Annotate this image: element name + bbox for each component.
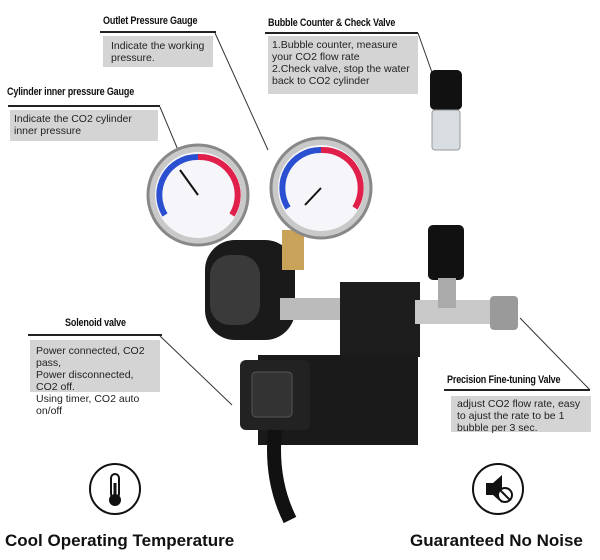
outlet-gauge-title: Outlet Pressure Gauge [103,15,198,27]
cylinder-gauge-title: Cylinder inner pressure Gauge [7,86,135,98]
solenoid-title: Solenoid valve [65,317,126,329]
feature-no-noise: Guaranteed No Noise [410,531,583,550]
text-line: back to CO2 cylinder [272,75,370,87]
fine-tuning-title: Precision Fine-tuning Valve [447,374,561,386]
feature-cool-temperature: Cool Operating Temperature [5,531,235,550]
text-line: adjust CO2 flow rate, easy [457,398,581,410]
cylinder-pressure-gauge [146,143,250,247]
solenoid-description: Power connected, CO2 pass, Power disconn… [30,340,160,417]
text-line: inner pressure [14,125,82,137]
fine-tuning-description: adjust CO2 flow rate, easy to ajust the … [451,396,591,434]
bubble-counter-description: 1.Bubble counter, measure your CO2 flow … [268,36,418,94]
text-line: your CO2 flow rate [272,51,360,63]
outlet-pressure-gauge [269,136,373,240]
bubble-counter-cap [430,70,462,110]
mute-speaker-icon [472,463,524,515]
text-line: bubble per 3 sec. [457,422,538,434]
thermometer-icon [89,463,141,515]
divider [28,334,162,336]
text-line: pressure. [111,52,155,64]
text-line: to ajust the rate to be 1 [457,410,565,422]
divider [100,31,216,33]
leader-lines [159,32,591,406]
text-line: Indicate the working [111,40,205,52]
regulator-body [205,70,518,524]
text-line: Using timer, CO2 auto on/off [36,393,140,417]
text-line: 1.Bubble counter, measure [272,39,398,51]
divider [265,32,418,34]
bubble-counter-title: Bubble Counter & Check Valve [268,17,396,29]
divider [444,389,590,391]
cylinder-gauge-description: Indicate the CO2 cylinder inner pressure [10,110,158,141]
text-line: Power connected, CO2 pass, [36,345,145,369]
text-line: Power disconnected, CO2 off. [36,369,134,393]
divider [8,105,160,107]
text-line: Indicate the CO2 cylinder [14,113,132,125]
text-line: 2.Check valve, stop the water [272,63,410,75]
outlet-gauge-description: Indicate the working pressure. [103,36,213,67]
